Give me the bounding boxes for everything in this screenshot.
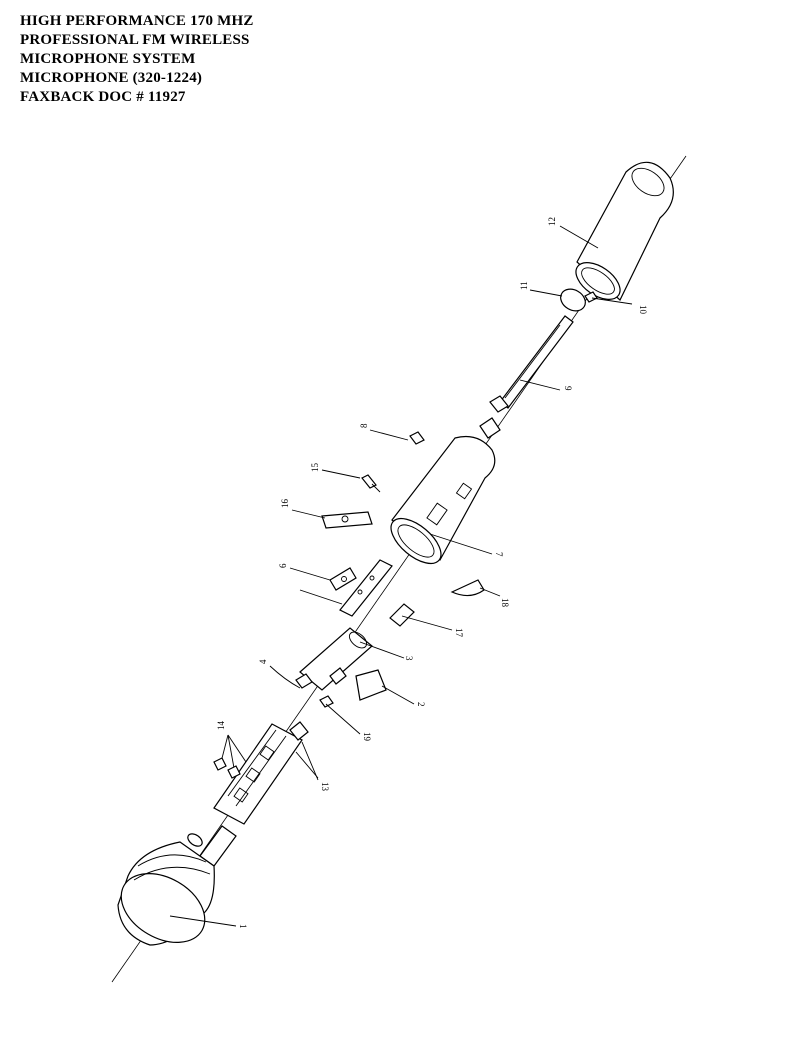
part-15-screw xyxy=(361,474,381,493)
title-line-2: PROFESSIONAL FM WIRELESS xyxy=(20,32,250,48)
part-19-part xyxy=(319,695,334,708)
label-part-8: 8 xyxy=(359,423,369,428)
label-part-11: 11 xyxy=(519,281,529,290)
label-part-10: 10 xyxy=(638,305,648,315)
label-part-17: 17 xyxy=(454,628,464,638)
label-part-2: 2 xyxy=(416,702,426,707)
part-17-chip xyxy=(389,603,415,627)
part-2-shield-plate xyxy=(355,669,387,701)
part-12-top-cover xyxy=(575,161,674,301)
label-part-14: 14 xyxy=(216,721,226,731)
part-13-lower-body xyxy=(213,721,309,825)
label-part-7: 7 xyxy=(494,552,504,557)
part-16-contact-plate xyxy=(321,511,373,529)
label-part-18: 18 xyxy=(500,598,510,608)
label-part-1: 1 xyxy=(238,924,248,929)
label-part-12: 12 xyxy=(547,217,557,226)
part-18-wedge xyxy=(450,579,485,597)
part-11-disc xyxy=(560,288,598,312)
part-labels: 12 11 10 9 8 15 16 7 18 6 17 3 4 2 19 14… xyxy=(216,217,648,929)
label-part-15: 15 xyxy=(310,463,320,473)
part-5-board xyxy=(339,559,393,617)
label-part-16: 16 xyxy=(280,499,290,509)
label-part-19: 19 xyxy=(362,732,372,742)
label-part-4: 4 xyxy=(258,659,268,664)
part-14-screws xyxy=(213,734,247,779)
part-1-mic-head xyxy=(117,841,215,946)
part-6-clip xyxy=(329,567,357,591)
label-part-9: 9 xyxy=(563,386,573,391)
title-line-1: HIGH PERFORMANCE 170 MHZ xyxy=(20,13,254,29)
part-9-antenna xyxy=(479,315,574,439)
label-part-3: 3 xyxy=(404,656,414,661)
document-header: HIGH PERFORMANCE 170 MHZ PROFESSIONAL FM… xyxy=(20,12,254,107)
faxback-line: FAXBACK DOC # 11927 xyxy=(20,89,186,105)
label-part-13: 13 xyxy=(320,782,330,792)
model-line: MICROPHONE (320-1224) xyxy=(20,70,203,86)
neck-connector xyxy=(187,825,237,867)
label-part-6: 6 xyxy=(278,563,288,568)
title-line-3: MICROPHONE SYSTEM xyxy=(20,51,196,67)
part-7-handle-housing xyxy=(390,435,496,565)
part-8-screw xyxy=(409,431,425,445)
leader-lines xyxy=(169,225,633,927)
